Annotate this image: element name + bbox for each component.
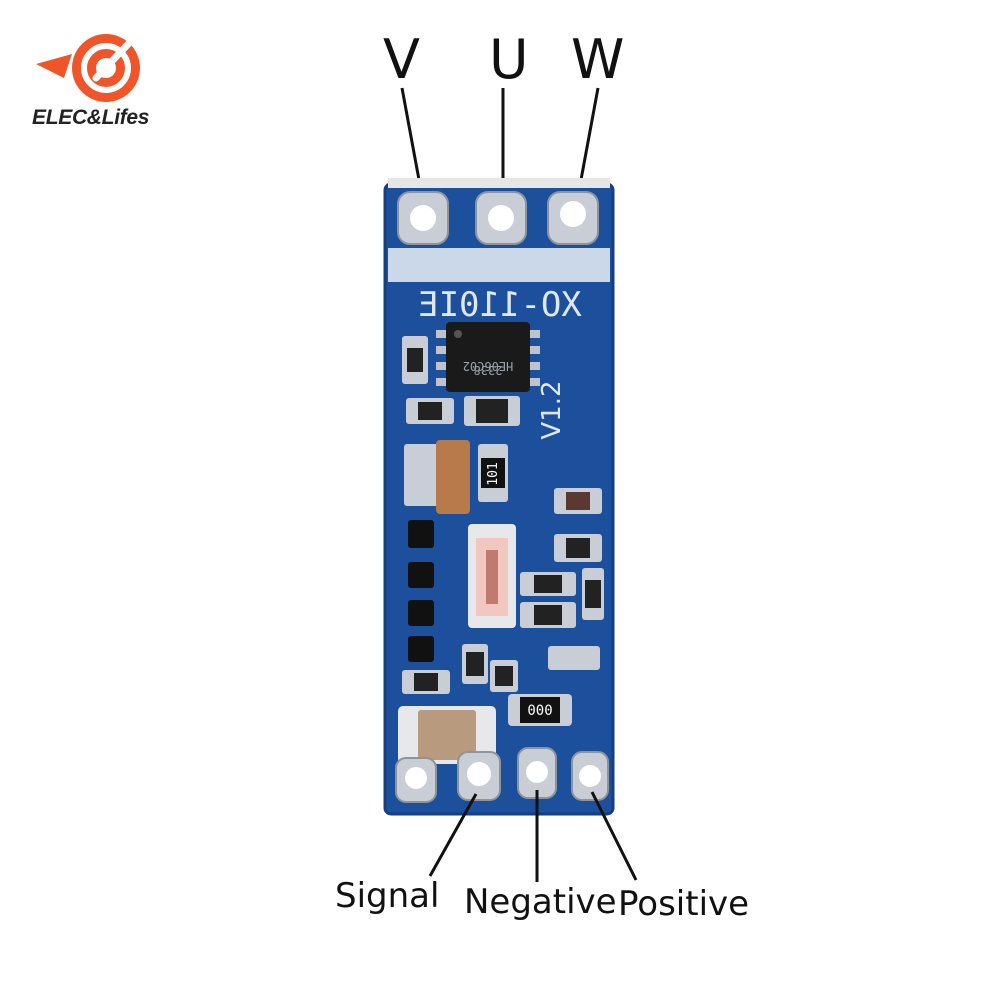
ic-marking-model: HE06C02 [463,359,514,373]
silkscreen-mirrored: XO-110IE [418,285,582,325]
pad-negative [517,747,557,799]
pad-u [475,191,527,245]
led [468,524,516,628]
pin-label-positive: Positive [618,884,750,924]
svg-text:101: 101 [486,462,501,485]
leader-line-signal [428,793,478,877]
smd-components-right [490,488,604,692]
pin-label-negative: Negative [464,882,617,922]
pin-label-v: V [383,28,420,91]
pad-positive [571,751,609,801]
pad-signal [457,751,501,801]
silkscreen-version: V1.2 [537,380,567,439]
ic-marking-code: 2338 [474,363,503,377]
svg-text:000: 000 [527,703,552,719]
resistor-101: 101 [478,444,508,502]
ic-chip: HE06C02 2338 [436,322,540,392]
leader-line-positive [590,791,638,881]
smd-components-left [402,336,520,694]
capacitor [398,706,496,764]
pin-label-w: W [571,28,625,91]
resistor-000: 000 [508,694,572,726]
pad-ground [395,757,437,803]
brand-name: ELEC&Lifes [32,106,150,129]
pad-v [397,191,449,245]
pin-label-signal: Signal [335,876,440,916]
pin-label-u: U [489,28,529,91]
brand-logo [36,32,140,102]
pad-w [547,191,599,245]
